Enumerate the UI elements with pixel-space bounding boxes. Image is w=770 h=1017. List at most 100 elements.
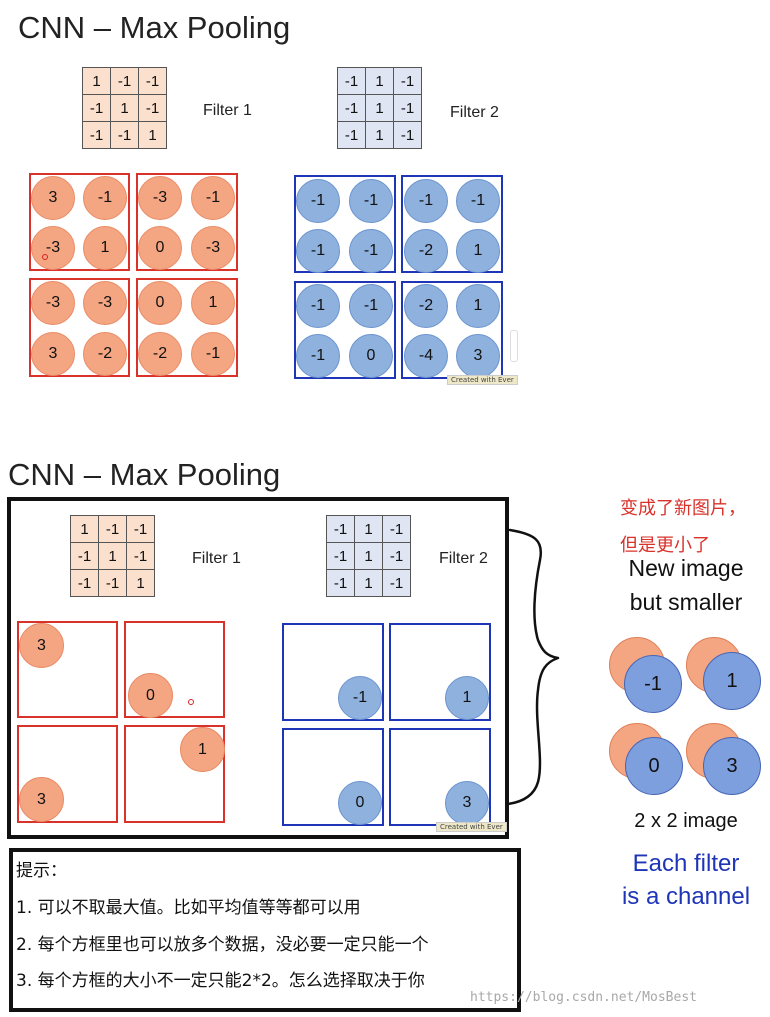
matrix-cell: -1: [82, 121, 111, 149]
tips-heading: 提示：: [16, 861, 67, 881]
feature-value-circle: -3: [138, 176, 182, 220]
image-size-caption: 2 x 2 image: [634, 810, 738, 832]
matrix-cell: 1: [354, 542, 383, 570]
max-value-circle: 3: [19, 623, 64, 668]
feature-value-circle: 0: [138, 226, 182, 270]
cursor-dot-icon: [42, 254, 48, 260]
matrix-cell: -1: [98, 569, 127, 597]
tip-item: 2. 每个方框里也可以放多个数据，没必要一定只能一个: [16, 935, 429, 955]
feature-value-circle: -1: [191, 332, 235, 376]
top-filter2-label: Filter 2: [450, 104, 499, 121]
max-value-circle: 3: [19, 777, 64, 822]
matrix-cell: 1: [365, 67, 394, 95]
matrix-cell: 1: [98, 542, 127, 570]
feature-value-circle: -1: [404, 179, 448, 223]
feature-value-circle: -1: [296, 284, 340, 328]
bottom-blue-box-4: 3: [389, 728, 491, 826]
bottom-blue-box-3: 0: [282, 728, 384, 826]
bottom-filter2-label: Filter 2: [439, 550, 488, 567]
bottom-red-box-1: 3: [17, 621, 118, 718]
feature-value-circle: -2: [83, 332, 127, 376]
top-blue-group-3: -1 -1 -1 0: [294, 281, 396, 379]
bottom-red-box-3: 3: [17, 725, 118, 823]
matrix-cell: -1: [393, 94, 422, 122]
channel-line-1: Each filter: [632, 850, 740, 877]
matrix-cell: -1: [393, 121, 422, 149]
matrix-cell: 1: [70, 515, 99, 543]
bottom-blue-box-2: 1: [389, 623, 491, 721]
feature-value-circle: 3: [31, 176, 75, 220]
matrix-cell: 1: [82, 67, 111, 95]
tips-box: [9, 848, 521, 1012]
top-blue-group-4: -2 1 -4 3: [401, 281, 503, 379]
matrix-cell: 1: [354, 569, 383, 597]
feature-value-circle: 1: [191, 281, 235, 325]
feature-value-circle: -1: [296, 334, 340, 378]
watermark: https://blog.csdn.net/MosBest: [470, 990, 697, 1005]
bottom-title: CNN – Max Pooling: [8, 457, 281, 492]
matrix-cell: 1: [354, 515, 383, 543]
feature-value-circle: -1: [83, 176, 127, 220]
matrix-cell: 1: [365, 121, 394, 149]
top-red-group-1: 3 -1 -3 1: [29, 173, 130, 271]
matrix-cell: -1: [98, 515, 127, 543]
feature-value-circle: 1: [456, 284, 500, 328]
matrix-cell: -1: [382, 542, 411, 570]
max-value-circle: 0: [338, 781, 382, 825]
feature-value-circle: -1: [456, 179, 500, 223]
feature-value-circle: 0: [138, 281, 182, 325]
matrix-cell: -1: [393, 67, 422, 95]
feature-value-circle: -4: [404, 334, 448, 378]
matrix-cell: -1: [337, 121, 366, 149]
feature-value-circle: -3: [31, 281, 75, 325]
matrix-cell: -1: [326, 515, 355, 543]
feature-value-circle: -3: [31, 226, 75, 270]
result-value-circle: 1: [703, 652, 761, 710]
top-red-group-3: -3 -3 3 -2: [29, 278, 130, 377]
bottom-blue-box-1: -1: [282, 623, 384, 721]
feature-value-circle: 0: [349, 334, 393, 378]
cursor-dot-icon: [188, 699, 194, 705]
tip-item: 3. 每个方框的大小不一定只能2*2。怎么选择取决于你: [16, 971, 425, 991]
matrix-cell: -1: [70, 569, 99, 597]
feature-value-circle: -2: [138, 332, 182, 376]
max-value-circle: 0: [128, 673, 173, 718]
max-value-circle: 3: [445, 781, 489, 825]
feature-value-circle: -1: [349, 179, 393, 223]
feature-value-circle: 1: [83, 226, 127, 270]
evernote-badge: Created with Ever: [436, 822, 507, 832]
note-line-1: 变成了新图片，: [620, 498, 746, 519]
matrix-cell: -1: [138, 94, 167, 122]
matrix-cell: -1: [138, 67, 167, 95]
feature-value-circle: -1: [296, 229, 340, 273]
feature-value-circle: 3: [31, 332, 75, 376]
max-value-circle: -1: [338, 676, 382, 720]
matrix-cell: 1: [126, 569, 155, 597]
result-value-circle: 0: [625, 737, 683, 795]
matrix-cell: -1: [82, 94, 111, 122]
matrix-cell: -1: [382, 569, 411, 597]
new-image-line-2: but smaller: [629, 589, 743, 615]
feature-value-circle: -1: [349, 284, 393, 328]
top-filter1-label: Filter 1: [203, 102, 252, 119]
matrix-cell: 1: [138, 121, 167, 149]
matrix-cell: -1: [110, 121, 139, 149]
slide-edge-decoration: [510, 330, 518, 362]
feature-value-circle: -3: [83, 281, 127, 325]
feature-value-circle: -1: [296, 179, 340, 223]
matrix-cell: -1: [337, 94, 366, 122]
matrix-cell: -1: [126, 515, 155, 543]
feature-value-circle: -3: [191, 226, 235, 270]
evernote-badge: Created with Ever: [447, 375, 518, 385]
matrix-cell: -1: [382, 515, 411, 543]
channel-line-2: is a channel: [621, 883, 751, 910]
result-value-circle: 3: [703, 737, 761, 795]
feature-value-circle: 1: [456, 229, 500, 273]
matrix-cell: -1: [326, 542, 355, 570]
matrix-cell: -1: [110, 67, 139, 95]
matrix-cell: -1: [70, 542, 99, 570]
brace-icon: [506, 528, 560, 806]
